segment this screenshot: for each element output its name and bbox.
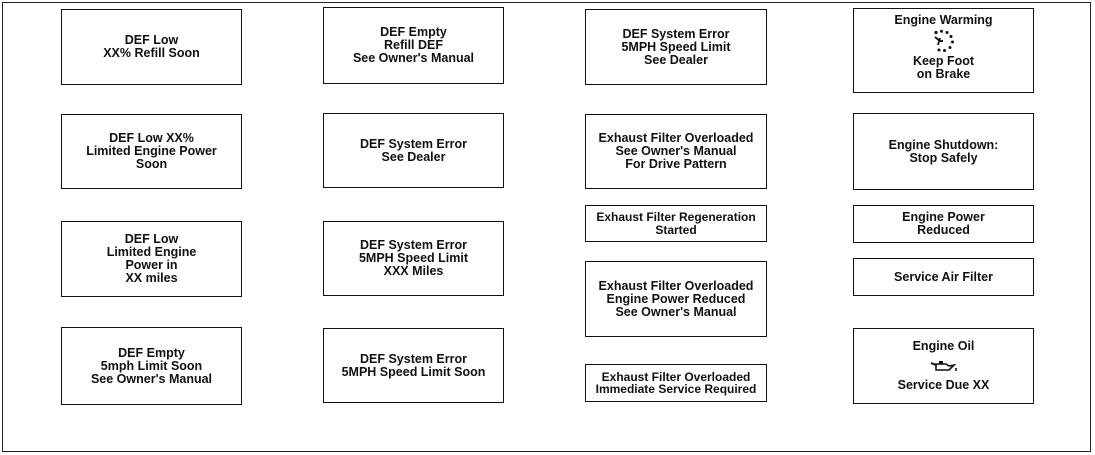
message-def-low-refill: DEF Low XX% Refill Soon <box>61 9 242 85</box>
message-line: DEF Empty <box>380 25 447 39</box>
message-exhaust-regeneration-started: Exhaust Filter Regeneration Started <box>585 205 767 242</box>
message-line: XXX Miles <box>383 264 444 278</box>
message-line: Engine Shutdown: <box>888 137 999 152</box>
message-exhaust-overloaded-power-reduced: Exhaust Filter Overloaded Engine Power R… <box>585 261 767 337</box>
message-def-low-limited-power-miles: DEF Low Limited Engine Power in XX miles <box>61 221 242 297</box>
message-line: Engine Power Reduced <box>606 291 746 306</box>
message-engine-oil: Engine Oil Service Due XX <box>853 328 1034 404</box>
message-line: on Brake <box>916 67 971 81</box>
message-line: See Owner's Manual <box>352 51 475 65</box>
message-line: DEF Low <box>124 232 179 246</box>
message-line: Limited Engine <box>106 245 197 259</box>
message-line: Engine Warming <box>894 13 993 27</box>
message-engine-shutdown: Engine Shutdown: Stop Safely <box>853 113 1034 190</box>
message-line: Started <box>655 222 697 237</box>
message-engine-warming: Engine Warming Keep Foot on Brake <box>853 8 1034 93</box>
message-line: XX miles <box>125 271 178 285</box>
message-line: Engine Oil <box>912 339 975 353</box>
message-line: Soon <box>135 157 168 171</box>
message-service-air-filter: Service Air Filter <box>853 258 1034 296</box>
message-line: Engine Power <box>902 210 985 224</box>
message-line: See Owner's Manual <box>615 304 737 319</box>
message-line: Reduced <box>917 223 970 237</box>
message-line: Immediate Service Required <box>595 382 757 396</box>
message-line: DEF System Error <box>360 238 467 252</box>
message-engine-power-reduced: Engine Power Reduced <box>853 205 1034 243</box>
message-def-system-error-miles: DEF System Error 5MPH Speed Limit XXX Mi… <box>323 221 504 296</box>
brake-pedal-icon <box>933 29 954 52</box>
message-line: See Dealer <box>644 52 708 67</box>
message-line: Keep Foot <box>912 54 975 68</box>
message-line: 5MPH Speed Limit Soon <box>341 364 486 379</box>
message-def-empty-5mph-soon: DEF Empty 5mph Limit Soon See Owner's Ma… <box>61 327 242 405</box>
message-line: Power in <box>125 258 178 272</box>
message-line: DEF System Error <box>360 136 467 151</box>
oil-can-icon <box>930 361 957 371</box>
message-def-system-error-speed-dealer: DEF System Error 5MPH Speed Limit See De… <box>585 9 767 85</box>
message-line: DEF Low XX% <box>109 131 194 145</box>
message-line: 5MPH Speed Limit <box>358 251 469 265</box>
message-line: DEF Low <box>124 33 179 47</box>
message-exhaust-overloaded-drive-pattern: Exhaust Filter Overloaded See Owner's Ma… <box>585 114 767 189</box>
message-line: Exhaust Filter Overloaded <box>601 369 751 384</box>
message-def-system-error-speed-soon: DEF System Error 5MPH Speed Limit Soon <box>323 328 504 403</box>
message-exhaust-overloaded-immediate: Exhaust Filter Overloaded Immediate Serv… <box>585 364 767 402</box>
message-def-empty-refill: DEF Empty Refill DEF See Owner's Manual <box>323 7 504 84</box>
message-line: XX% Refill Soon <box>103 46 200 60</box>
message-line: Exhaust Filter Overloaded <box>598 131 754 145</box>
message-line: DEF System Error <box>360 351 467 366</box>
message-def-system-error-dealer: DEF System Error See Dealer <box>323 113 504 188</box>
message-line: See Dealer <box>381 149 446 164</box>
message-def-low-limited-power-soon: DEF Low XX% Limited Engine Power Soon <box>61 114 242 189</box>
message-line: Service Due XX <box>897 378 990 392</box>
message-line: Exhaust Filter Overloaded <box>598 278 754 293</box>
message-line: See Owner's Manual <box>90 371 213 386</box>
message-line: Service Air Filter <box>894 269 993 284</box>
message-line: See Owner's Manual <box>615 144 737 158</box>
message-line: For Drive Pattern <box>625 157 727 171</box>
message-line: Stop Safely <box>909 150 978 165</box>
message-line: Limited Engine Power <box>86 144 217 158</box>
message-line: 5mph Limit Soon <box>100 358 203 373</box>
message-line: Exhaust Filter Regeneration <box>596 210 756 224</box>
message-line: DEF System Error <box>622 26 730 41</box>
message-line: Refill DEF <box>383 38 444 52</box>
message-line: DEF Empty <box>118 345 185 360</box>
message-line: 5MPH Speed Limit <box>621 39 731 54</box>
